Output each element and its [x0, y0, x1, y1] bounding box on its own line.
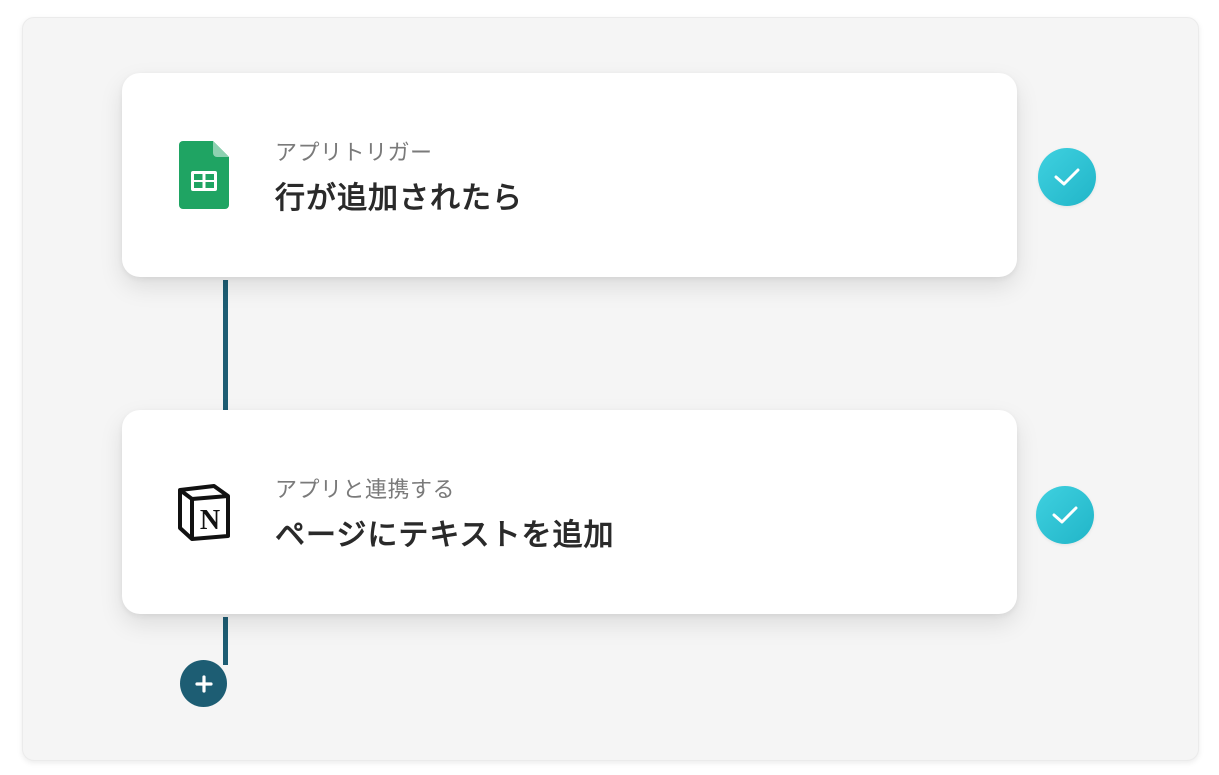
connector-line-top [223, 280, 228, 412]
flow-canvas: アプリトリガー 行が追加されたら N アプリと連携する ページにテキストを追加 [22, 17, 1199, 761]
flow-step-action-card[interactable]: N アプリと連携する ページにテキストを追加 [122, 410, 1017, 614]
step-complete-check-icon[interactable] [1036, 486, 1094, 544]
svg-text:N: N [200, 505, 220, 536]
flow-step-trigger-card[interactable]: アプリトリガー 行が追加されたら [122, 73, 1017, 277]
connector-line-bottom [223, 617, 228, 665]
add-step-button[interactable] [180, 660, 227, 707]
plus-icon [194, 674, 213, 693]
step-complete-check-icon[interactable] [1038, 148, 1096, 206]
step-caption: アプリと連携する [275, 478, 456, 503]
step-title: ページにテキストを追加 [275, 518, 615, 553]
step-title: 行が追加されたら [275, 181, 523, 216]
google-sheets-icon [174, 141, 234, 209]
notion-icon: N [174, 478, 234, 546]
step-caption: アプリトリガー [275, 141, 433, 166]
